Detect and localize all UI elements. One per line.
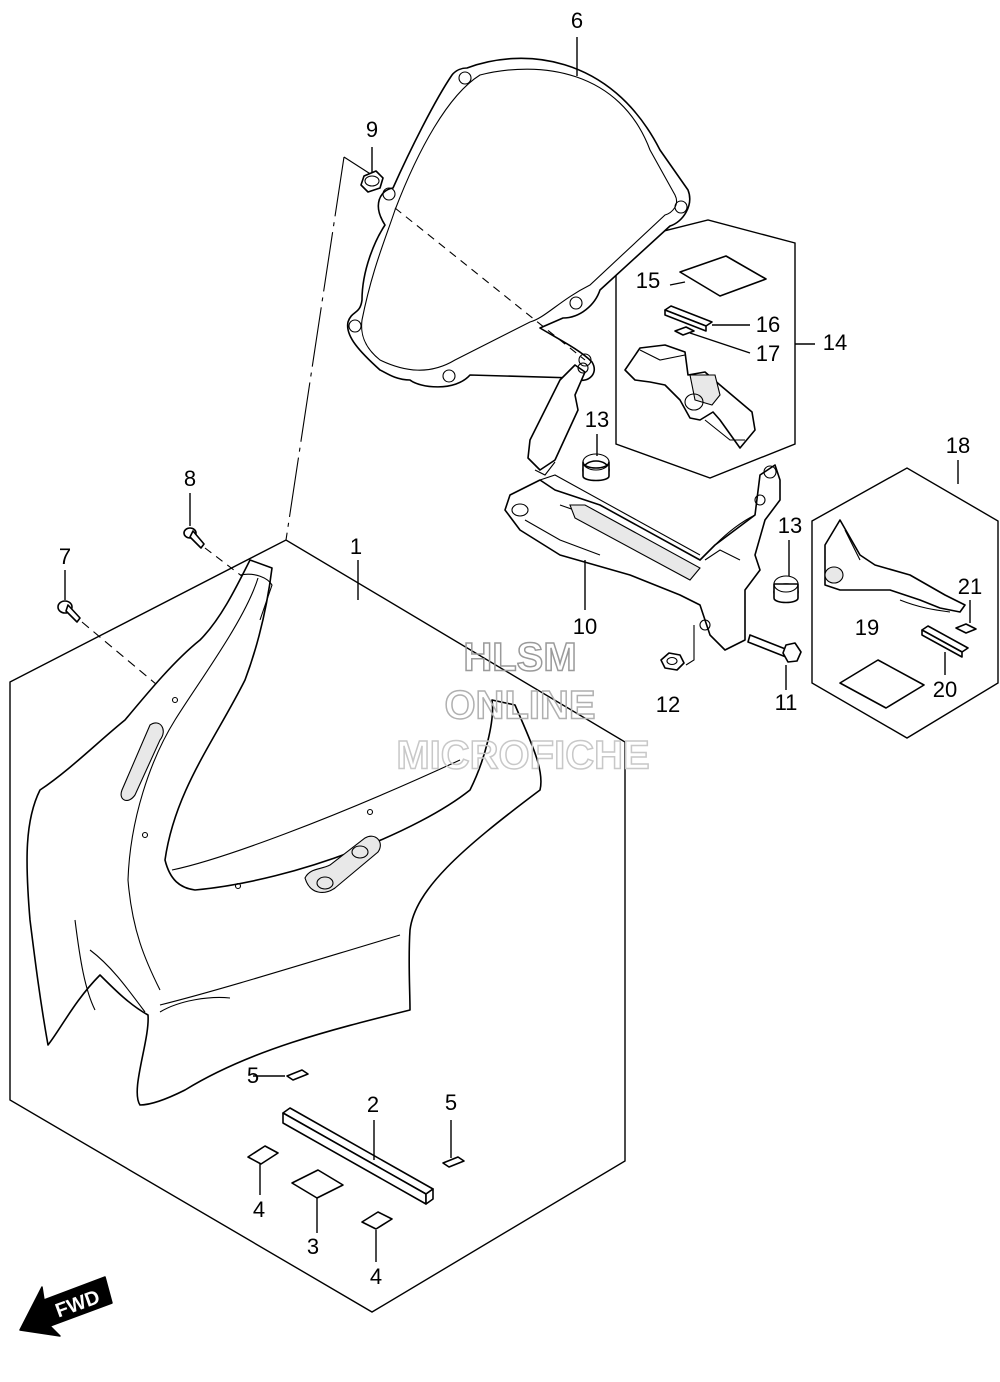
watermark-line-1: HLSM (463, 636, 576, 680)
nut-12 (660, 652, 685, 671)
callout-15: 15 (636, 268, 660, 293)
screw-7 (57, 600, 81, 623)
alignment-line-9 (285, 156, 345, 541)
callout-10: 10 (573, 614, 597, 639)
bolt-11 (747, 634, 802, 663)
bracket (504, 362, 781, 651)
callout-4a: 4 (253, 1197, 265, 1222)
alignment-line-7 (81, 621, 176, 701)
pad-19 (839, 659, 925, 709)
callout-7: 7 (59, 544, 71, 569)
strip-16 (664, 305, 713, 332)
callout-8: 8 (184, 466, 196, 491)
strip-20 (921, 625, 969, 658)
callout-14: 14 (823, 330, 847, 355)
group-box-18 (811, 467, 999, 739)
callout-20: 20 (933, 677, 957, 702)
callout-13a: 13 (585, 407, 609, 432)
windscreen (346, 57, 691, 388)
callout-13b: 13 (778, 513, 802, 538)
grommet-13a (582, 453, 610, 482)
group-box-14 (615, 219, 796, 479)
leader-9-line (343, 156, 373, 176)
callout-17: 17 (756, 341, 780, 366)
fwd-arrow-icon: FWD (19, 1276, 113, 1337)
watermark-line-2: ONLINE (444, 684, 595, 728)
callout-5b: 5 (445, 1090, 457, 1115)
callout-12: 12 (656, 692, 680, 717)
callout-18: 18 (946, 433, 970, 458)
pad-4a (247, 1145, 279, 1165)
callout-1: 1 (350, 534, 362, 559)
grommet-13b (773, 575, 799, 604)
front-cowling (26, 559, 542, 1106)
callout-4b: 4 (370, 1264, 382, 1289)
callout-3: 3 (307, 1234, 319, 1259)
fwd-label: FWD (53, 1286, 103, 1322)
watermark: HLSM ONLINE MICROFICHE (396, 635, 651, 779)
callouts: 6 9 8 7 1 15 16 17 14 13 18 13 21 10 19 … (59, 8, 982, 1289)
leader-12-line (685, 625, 695, 666)
pad-21 (955, 623, 977, 634)
leader-lines (64, 37, 971, 1262)
screw-8 (183, 527, 205, 549)
callout-19: 19 (855, 615, 879, 640)
alignment-line (394, 207, 586, 361)
screw-9 (360, 170, 384, 193)
callout-2: 2 (367, 1092, 379, 1117)
watermark-line-3: MICROFICHE (396, 734, 649, 778)
pad-4b (361, 1211, 393, 1230)
sealer-5a (286, 1069, 309, 1081)
callout-9: 9 (366, 117, 378, 142)
callout-11: 11 (775, 690, 798, 715)
strip-2 (282, 1107, 434, 1205)
tab-bracket-14 (624, 344, 756, 449)
sealer-5b (442, 1156, 465, 1168)
pad-15 (679, 255, 767, 297)
callout-5a: 5 (247, 1063, 259, 1088)
callout-21: 21 (958, 574, 982, 599)
callout-6: 6 (571, 8, 583, 33)
tab-bracket-18 (824, 519, 966, 613)
callout-16: 16 (756, 312, 780, 337)
pad-17 (674, 326, 695, 336)
pad-3 (291, 1169, 344, 1199)
